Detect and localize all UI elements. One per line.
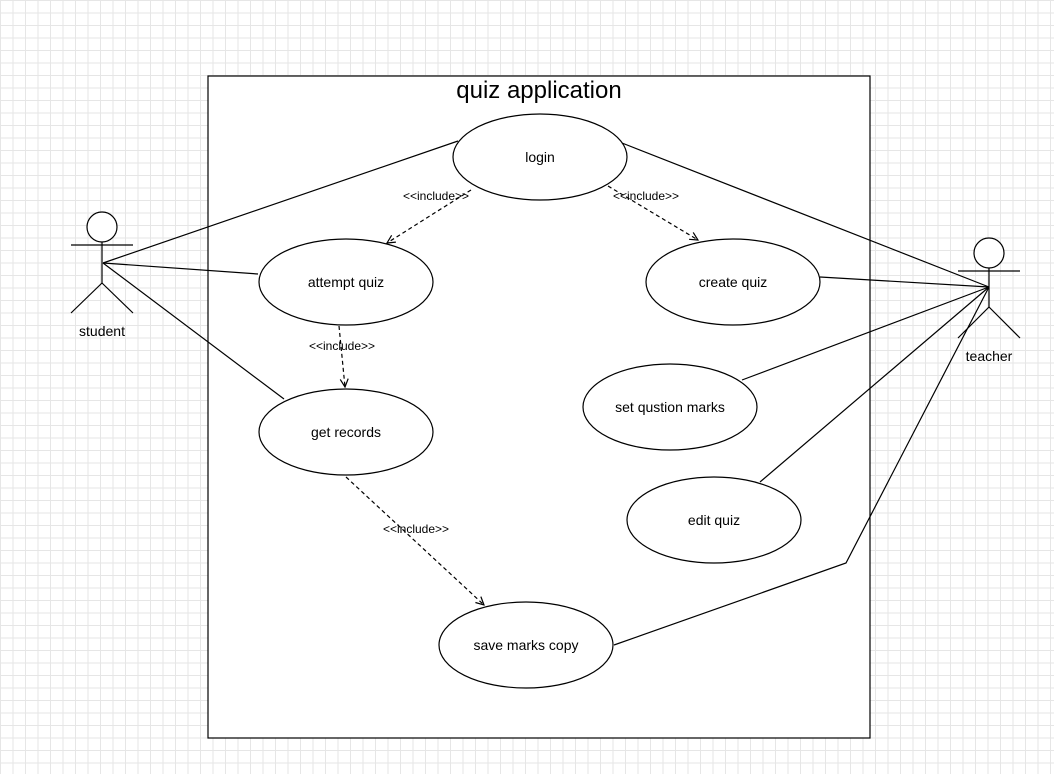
actor-student[interactable]: student xyxy=(70,211,134,339)
include-label-attempt-records: <<include>> xyxy=(309,339,375,353)
include-label-login-create: <<include>> xyxy=(613,189,679,203)
association-student-get-records xyxy=(102,262,285,400)
association-teacher-set-question-marks xyxy=(741,286,990,381)
association-teacher-save-marks-copy xyxy=(613,286,990,646)
include-attempt-quiz-get-records xyxy=(338,325,345,387)
use-case-login[interactable]: login xyxy=(452,113,628,201)
use-case-edit-quiz-label: edit quiz xyxy=(688,512,740,528)
use-case-attempt-quiz[interactable]: attempt quiz xyxy=(258,238,434,326)
use-case-save-marks-copy[interactable]: save marks copy xyxy=(438,601,614,689)
association-teacher-edit-quiz xyxy=(759,286,990,483)
include-login-create-quiz xyxy=(607,185,698,240)
use-case-edit-quiz[interactable]: edit quiz xyxy=(626,476,802,564)
include-label-records-save: <<include>> xyxy=(383,522,449,536)
include-get-records-save-marks-copy xyxy=(345,476,484,605)
use-case-create-quiz-label: create quiz xyxy=(699,274,767,290)
actor-teacher[interactable]: teacher xyxy=(957,237,1021,364)
use-case-attempt-quiz-label: attempt quiz xyxy=(308,274,384,290)
use-case-create-quiz[interactable]: create quiz xyxy=(645,238,821,326)
association-teacher-login xyxy=(621,142,990,288)
teacher-head-icon xyxy=(973,237,1005,269)
association-teacher-create-quiz xyxy=(819,276,990,288)
actor-teacher-label: teacher xyxy=(966,348,1013,364)
use-case-get-records[interactable]: get records xyxy=(258,388,434,476)
use-case-set-question-marks-label: set qustion marks xyxy=(615,399,725,415)
student-head-icon xyxy=(86,211,118,243)
association-student-attempt-quiz xyxy=(102,262,259,275)
use-case-login-label: login xyxy=(525,149,555,165)
use-case-set-question-marks[interactable]: set qustion marks xyxy=(582,363,758,451)
use-case-save-marks-copy-label: save marks copy xyxy=(473,637,578,653)
actor-student-label: student xyxy=(79,323,125,339)
include-login-attempt-quiz xyxy=(387,189,472,243)
include-label-login-attempt: <<include>> xyxy=(403,189,469,203)
system-title: quiz application xyxy=(456,77,621,104)
association-student-login xyxy=(102,140,459,264)
use-case-get-records-label: get records xyxy=(311,424,381,440)
